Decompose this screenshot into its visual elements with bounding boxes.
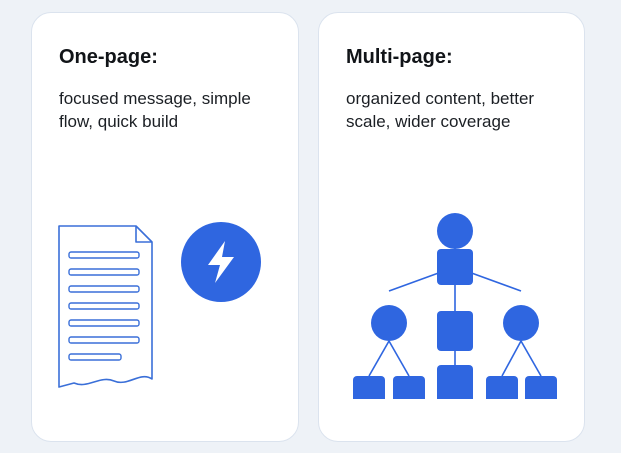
level1-node xyxy=(437,249,473,285)
center-bottom-node xyxy=(437,365,473,399)
leaf-node xyxy=(486,376,518,399)
one-page-title: One-page: xyxy=(59,46,158,68)
multi-page-title: Multi-page: xyxy=(346,46,453,68)
one-page-card: One-page: focused message, simple flow, … xyxy=(31,12,299,442)
sitemap-hierarchy-icon xyxy=(353,213,557,399)
leaf-node xyxy=(393,376,425,399)
document-icon xyxy=(58,225,153,388)
lightning-bolt-icon xyxy=(181,222,261,302)
right-branch-node xyxy=(503,305,539,341)
multi-page-card: Multi-page: organized content, better sc… xyxy=(318,12,585,442)
multi-page-description: organized content, better scale, wider c… xyxy=(346,89,535,131)
leaf-node xyxy=(353,376,385,399)
root-node xyxy=(437,213,473,249)
left-branch-node xyxy=(371,305,407,341)
center-node xyxy=(437,311,473,351)
leaf-node xyxy=(525,376,557,399)
one-page-description: focused message, simple flow, quick buil… xyxy=(59,89,251,131)
